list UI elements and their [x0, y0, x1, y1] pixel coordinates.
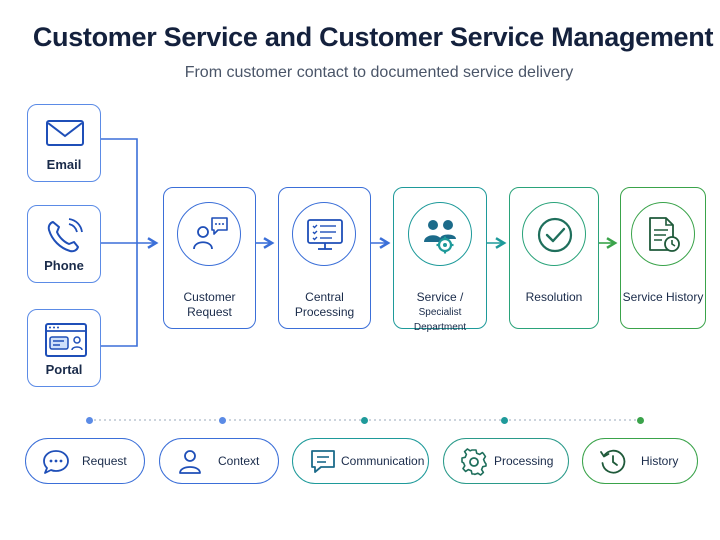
channel-label: Phone — [44, 258, 84, 273]
gear-icon — [461, 448, 487, 476]
envelope-icon — [46, 120, 84, 146]
timeline-dot — [637, 417, 644, 424]
chat-bubble-icon — [43, 450, 69, 474]
feature-label: Processing — [494, 454, 554, 468]
feature-history: History — [582, 438, 698, 484]
feature-processing: Processing — [443, 438, 569, 484]
page-title: Customer Service and Customer Service Ma… — [32, 22, 714, 52]
feature-context: Context — [159, 438, 279, 484]
channel-email: Email — [27, 104, 101, 182]
phone-icon — [47, 218, 83, 253]
channel-portal: Portal — [27, 309, 101, 387]
channel-label: Email — [46, 157, 82, 172]
feature-communication: Communication — [292, 438, 429, 484]
step-label-line2: Request — [187, 305, 232, 319]
step-service-department: Service / Specialist Department — [393, 187, 487, 333]
history-icon — [600, 449, 626, 474]
step-label-line2: Processing — [294, 305, 355, 319]
page-subtitle: From customer contact to documented serv… — [184, 64, 574, 81]
person-chat-icon — [193, 217, 228, 250]
channel-phone: Phone — [27, 205, 101, 283]
step-label-line1: Service / — [416, 290, 464, 304]
timeline-dot — [219, 417, 226, 424]
person-icon — [179, 450, 201, 474]
step-label-line2: Specialist Department — [413, 307, 467, 333]
timeline-dot — [501, 417, 508, 424]
feature-request: Request — [25, 438, 145, 484]
step-resolution: Resolution — [509, 187, 599, 329]
feature-label: Communication — [341, 454, 425, 468]
step-label-line1: Resolution — [525, 290, 583, 304]
channel-label: Portal — [45, 362, 83, 377]
document-clock-icon — [649, 217, 680, 252]
step-label-line1: Service History — [622, 290, 704, 304]
step-service-history: Service History — [620, 187, 706, 329]
feature-label: Request — [82, 454, 127, 468]
feature-label: Context — [218, 454, 260, 468]
timeline-dot — [361, 417, 368, 424]
step-label-line1: Central — [305, 290, 344, 304]
team-gear-icon — [424, 220, 456, 254]
portal-window-icon — [45, 323, 87, 357]
step-label-line1: Customer — [183, 290, 236, 304]
timeline-dot — [86, 417, 93, 424]
check-circle-icon — [537, 217, 573, 253]
message-icon — [311, 450, 335, 473]
monitor-checklist-icon — [307, 219, 343, 250]
feature-label: History — [641, 454, 679, 468]
